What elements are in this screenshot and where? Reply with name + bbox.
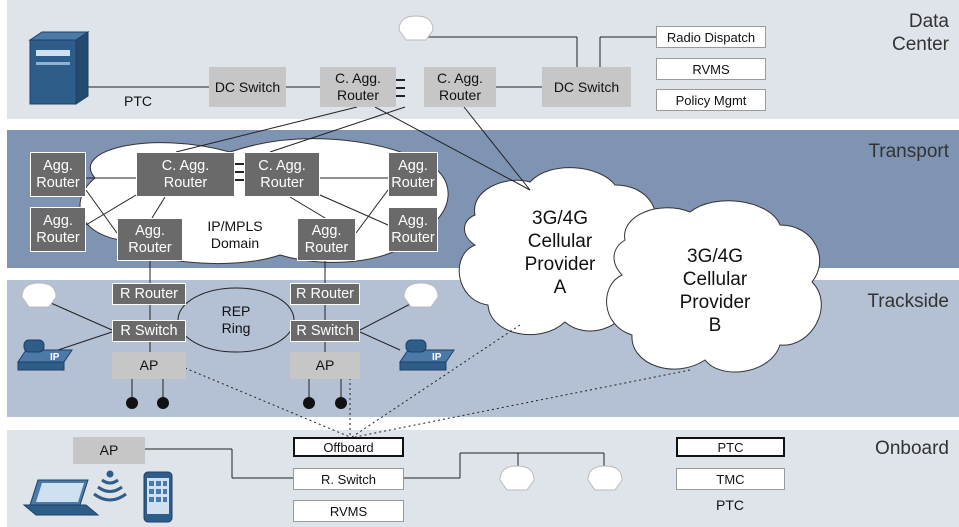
agg-router-left-bottom: Agg. Router: [30, 207, 86, 252]
ap-left: AP: [112, 352, 186, 379]
camera-icon: [21, 15, 623, 491]
onboard-tmc: TMC: [676, 468, 785, 490]
laptop-icon: [22, 479, 100, 516]
offboard-box: Offboard: [293, 437, 404, 457]
onboard-rvms: RVMS: [293, 500, 404, 522]
dc-c-agg-router-2: C. Agg. Router: [424, 67, 496, 107]
r-switch-left: R Switch: [112, 320, 186, 342]
layer-label-trackside: Trackside: [867, 291, 949, 312]
onboard-ap: AP: [73, 437, 145, 464]
wireless-icon: [93, 470, 127, 502]
dc-switch-left: DC Switch: [209, 67, 286, 107]
c-agg-router-right: C. Agg. Router: [244, 152, 320, 197]
service-rvms: RVMS: [656, 58, 766, 80]
dc-router-trunk: [396, 79, 405, 97]
service-policy-mgmt: Policy Mgmt: [656, 89, 766, 111]
r-switch-right: R Switch: [290, 320, 360, 342]
onboard-ptc-box: PTC: [676, 437, 785, 457]
layer-label-data-center: Data Center: [891, 11, 949, 55]
cellular-provider-b-label: 3G/4G Cellular Provider B: [679, 246, 751, 336]
agg-router-bottom-right: Agg. Router: [297, 218, 356, 261]
data-center-links: [80, 36, 656, 191]
rep-ring-label: REP Ring: [221, 303, 251, 336]
ip-phone-icon: IP IP: [17, 339, 455, 371]
transport-links: [85, 177, 389, 283]
svg-text:IP: IP: [50, 352, 60, 363]
dc-c-agg-router-1: C. Agg. Router: [320, 67, 396, 107]
cellular-provider-a-label: 3G/4G Cellular Provider A: [524, 208, 596, 298]
onboard-links: [145, 448, 605, 479]
mobile-phone-icon: [143, 471, 173, 523]
ap-right: AP: [290, 352, 360, 379]
service-radio-dispatch: Radio Dispatch: [656, 26, 766, 48]
wireless-links: [184, 324, 691, 438]
ip-mpls-domain-label: IP/MPLS Domain: [207, 218, 263, 251]
antenna-icon: [126, 397, 347, 409]
layer-label-transport: Transport: [868, 141, 949, 162]
dc-ptc-label: PTC: [124, 93, 152, 109]
transport-core-trunk: [235, 163, 244, 181]
r-router-left: R Router: [112, 283, 186, 305]
svg-text:IP: IP: [432, 352, 442, 363]
agg-router-right-bottom: Agg. Router: [388, 207, 438, 252]
agg-router-left-top: Agg. Router: [30, 152, 86, 197]
onboard-r-switch: R. Switch: [293, 468, 404, 490]
cellular-provider-b-cloud: [606, 200, 822, 373]
agg-router-bottom-left: Agg. Router: [117, 218, 183, 261]
r-router-right: R Router: [290, 283, 360, 305]
agg-router-right-top: Agg. Router: [388, 152, 438, 197]
server-icon: [28, 31, 90, 105]
dc-switch-right: DC Switch: [542, 67, 631, 107]
trackside-links: [43, 299, 419, 400]
layer-label-onboard: Onboard: [875, 438, 949, 459]
c-agg-router-left: C. Agg. Router: [136, 152, 235, 197]
onboard-ptc-label: PTC: [716, 497, 744, 513]
